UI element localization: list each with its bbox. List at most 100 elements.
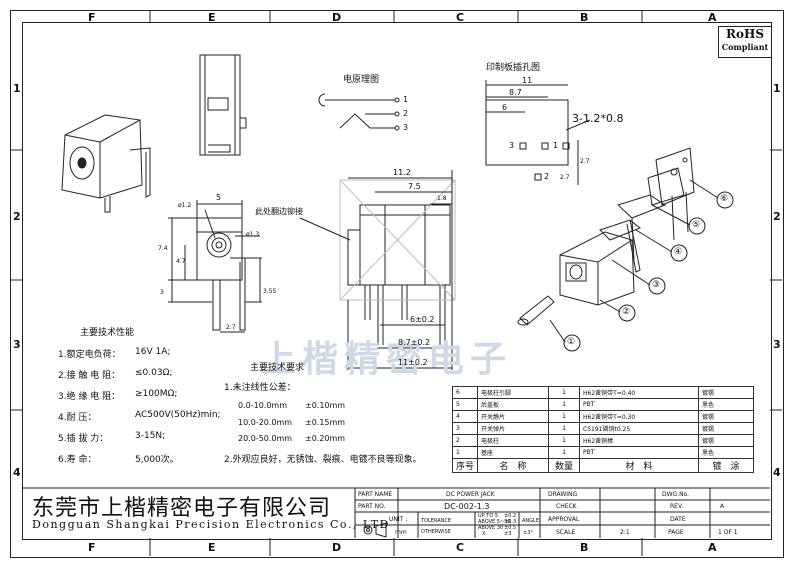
spec-value-1: 16V 1A; bbox=[135, 347, 171, 357]
zone-top-f: F bbox=[88, 11, 96, 24]
scale-value: 2:1 bbox=[620, 529, 630, 536]
unit-label: UNIT : bbox=[389, 516, 408, 523]
side-dim-7-5: 7.5 bbox=[408, 182, 421, 191]
zone-top-e: E bbox=[208, 11, 216, 24]
spec-value-3: ≥100MΩ; bbox=[135, 389, 178, 399]
unit-value: mm bbox=[395, 529, 407, 536]
part-name-value: DC POWER JACK bbox=[446, 491, 495, 498]
zone-side-1-right: 1 bbox=[773, 82, 781, 95]
rev-label: REV. bbox=[670, 503, 684, 510]
zone-side-3-right: 3 bbox=[773, 338, 781, 351]
bom-header-qty: 数量 bbox=[548, 458, 581, 473]
spec-label-1: 1.额定电负荷： bbox=[58, 350, 121, 360]
tol-row-4-value: ±3 bbox=[504, 531, 512, 537]
table-row: 5 后盖板 1 PBT 黑色 bbox=[451, 398, 755, 411]
drawing-outer-border bbox=[10, 10, 784, 558]
zone-top-d: D bbox=[332, 11, 342, 24]
bom-cell: 1 bbox=[548, 446, 581, 459]
front-dim-hole-dia: ø1.3 bbox=[246, 231, 260, 238]
approval-label: APPROVAL bbox=[548, 516, 580, 523]
zone-side-2: 2 bbox=[13, 210, 21, 223]
table-row: 6 电极柱引脚 1 H62黄铜带T=0.40 镀锡 bbox=[451, 386, 755, 399]
rev-value: A bbox=[720, 503, 725, 510]
side-dim-1-8: 1.8 bbox=[437, 195, 447, 202]
tol-row-3-value: ±0.5 bbox=[504, 525, 517, 531]
rohs-text: RoHS bbox=[726, 27, 764, 41]
bom-cell: 2 bbox=[451, 434, 479, 447]
front-dim-pin-pitch: 2.7 bbox=[226, 324, 236, 331]
side-dim-11: 11±0.2 bbox=[398, 358, 428, 367]
rohs-compliant-text: Compliant bbox=[721, 42, 769, 52]
bom-cell: 5 bbox=[451, 398, 479, 411]
bom-cell: 黑色 bbox=[698, 446, 755, 459]
bom-header-finish: 镀 涂 bbox=[698, 458, 755, 473]
bom-cell: 4 bbox=[451, 410, 479, 423]
pcb-hole-2: 2 bbox=[544, 172, 550, 181]
company-name-en: Dongguan Shangkai Precision Electronics … bbox=[32, 518, 390, 531]
spec-label-6: 6.寿 命： bbox=[58, 455, 97, 465]
bom-cell: H62黄铜带T=0.30 bbox=[579, 410, 700, 423]
bom-cell: 黑色 bbox=[698, 398, 755, 411]
tol-row-4-range: X bbox=[482, 531, 486, 537]
tol-row-2-value: ±0.3 bbox=[504, 519, 517, 525]
zone-bottom-d: D bbox=[332, 541, 342, 554]
bom-header-name: 名 称 bbox=[477, 458, 550, 473]
bom-cell: 1 bbox=[548, 434, 581, 447]
tol-range-3: 20.0-50.0mm bbox=[238, 434, 293, 443]
requirements-item-2: 2.外观应良好，无锈蚀、裂痕、电镀不良等现象。 bbox=[224, 455, 422, 465]
side-rivet-note: 此处翻边铆接 bbox=[255, 207, 303, 216]
date-label: DATE bbox=[670, 516, 686, 523]
schematic-pin-1: 1 bbox=[403, 95, 409, 104]
tol-value-1: ±0.10mm bbox=[305, 401, 346, 410]
tol-row-2-range: ABOVE 5~30 bbox=[478, 519, 511, 525]
bom-cell: 镀锡 bbox=[698, 434, 755, 447]
side-dim-length: 11.2 bbox=[393, 168, 411, 177]
front-dim-center: 4.7 bbox=[176, 258, 186, 265]
schematic-pin-3: 3 bbox=[403, 123, 409, 132]
check-label: CHECK bbox=[556, 503, 577, 510]
callout-2: ② bbox=[622, 307, 631, 317]
drawing-label: DRAWING bbox=[548, 491, 578, 498]
bom-cell: 1 bbox=[548, 398, 581, 411]
table-row: 4 开关静片 1 H62黄铜带T=0.30 镀锡 bbox=[451, 410, 755, 423]
bom-cell: 6 bbox=[451, 386, 479, 399]
page-value: 1 OF 1 bbox=[718, 529, 738, 536]
pcb-dim-8-7: 8.7 bbox=[509, 88, 522, 97]
pcb-dim-2-7-b: 2.7 bbox=[560, 174, 570, 181]
company-watermark: 上楷精密电子 bbox=[260, 339, 513, 380]
bom-cell: 1 bbox=[451, 446, 479, 459]
spec-label-5: 5.插 拔 力： bbox=[58, 434, 109, 444]
bom-cell: 3 bbox=[451, 422, 479, 435]
pcb-hole-3: 3 bbox=[509, 141, 515, 150]
callout-6: ⑥ bbox=[720, 194, 729, 204]
spec-value-4: AC500V(50Hz)min; bbox=[135, 410, 221, 420]
tol-value-3: ±0.20mm bbox=[305, 434, 346, 443]
bom-cell: PBT bbox=[579, 398, 700, 411]
spec-label-2: 2.接 触 电 阻： bbox=[58, 371, 121, 381]
zone-bottom-f: F bbox=[88, 541, 96, 554]
front-dim-side-pin: 3.55 bbox=[263, 288, 277, 295]
schematic-title: 电原理图 bbox=[343, 75, 380, 85]
callout-1: ① bbox=[567, 337, 576, 347]
tol-row-3-range: ABOVE 30 bbox=[478, 525, 504, 531]
requirements-title: 主要技术要求 bbox=[250, 363, 305, 373]
bom-cell: 镀锡 bbox=[698, 422, 755, 435]
pcb-dim-2-7-a: 2.7 bbox=[580, 158, 590, 165]
pcb-dim-6: 6 bbox=[502, 103, 508, 112]
pcb-hole-spec: 3-1.2*0.8 bbox=[572, 112, 624, 125]
bom-cell: 镀锡 bbox=[698, 386, 755, 399]
table-row: 3 开关弹片 1 C5191磷铜t0.25 镀锡 bbox=[451, 422, 755, 435]
tol-row-1-value: ±0.2 bbox=[504, 513, 517, 519]
spec-value-5: 3-15N; bbox=[135, 431, 166, 441]
callout-3: ③ bbox=[652, 280, 661, 290]
bom-cell: 后盖板 bbox=[477, 398, 550, 411]
bom-cell: H62黄铜棒 bbox=[579, 434, 700, 447]
requirements-item-1: 1.未注线性公差： bbox=[224, 383, 296, 393]
drawing-frame bbox=[22, 22, 772, 540]
zone-side-2-right: 2 bbox=[773, 210, 781, 223]
bom-header-no: 序号 bbox=[451, 458, 479, 473]
spec-value-2: ≤0.03Ω; bbox=[135, 368, 173, 378]
zone-top-b: B bbox=[580, 11, 589, 24]
bom-header-row: 序号 名 称 数量 材 料 镀 涂 bbox=[451, 458, 755, 473]
